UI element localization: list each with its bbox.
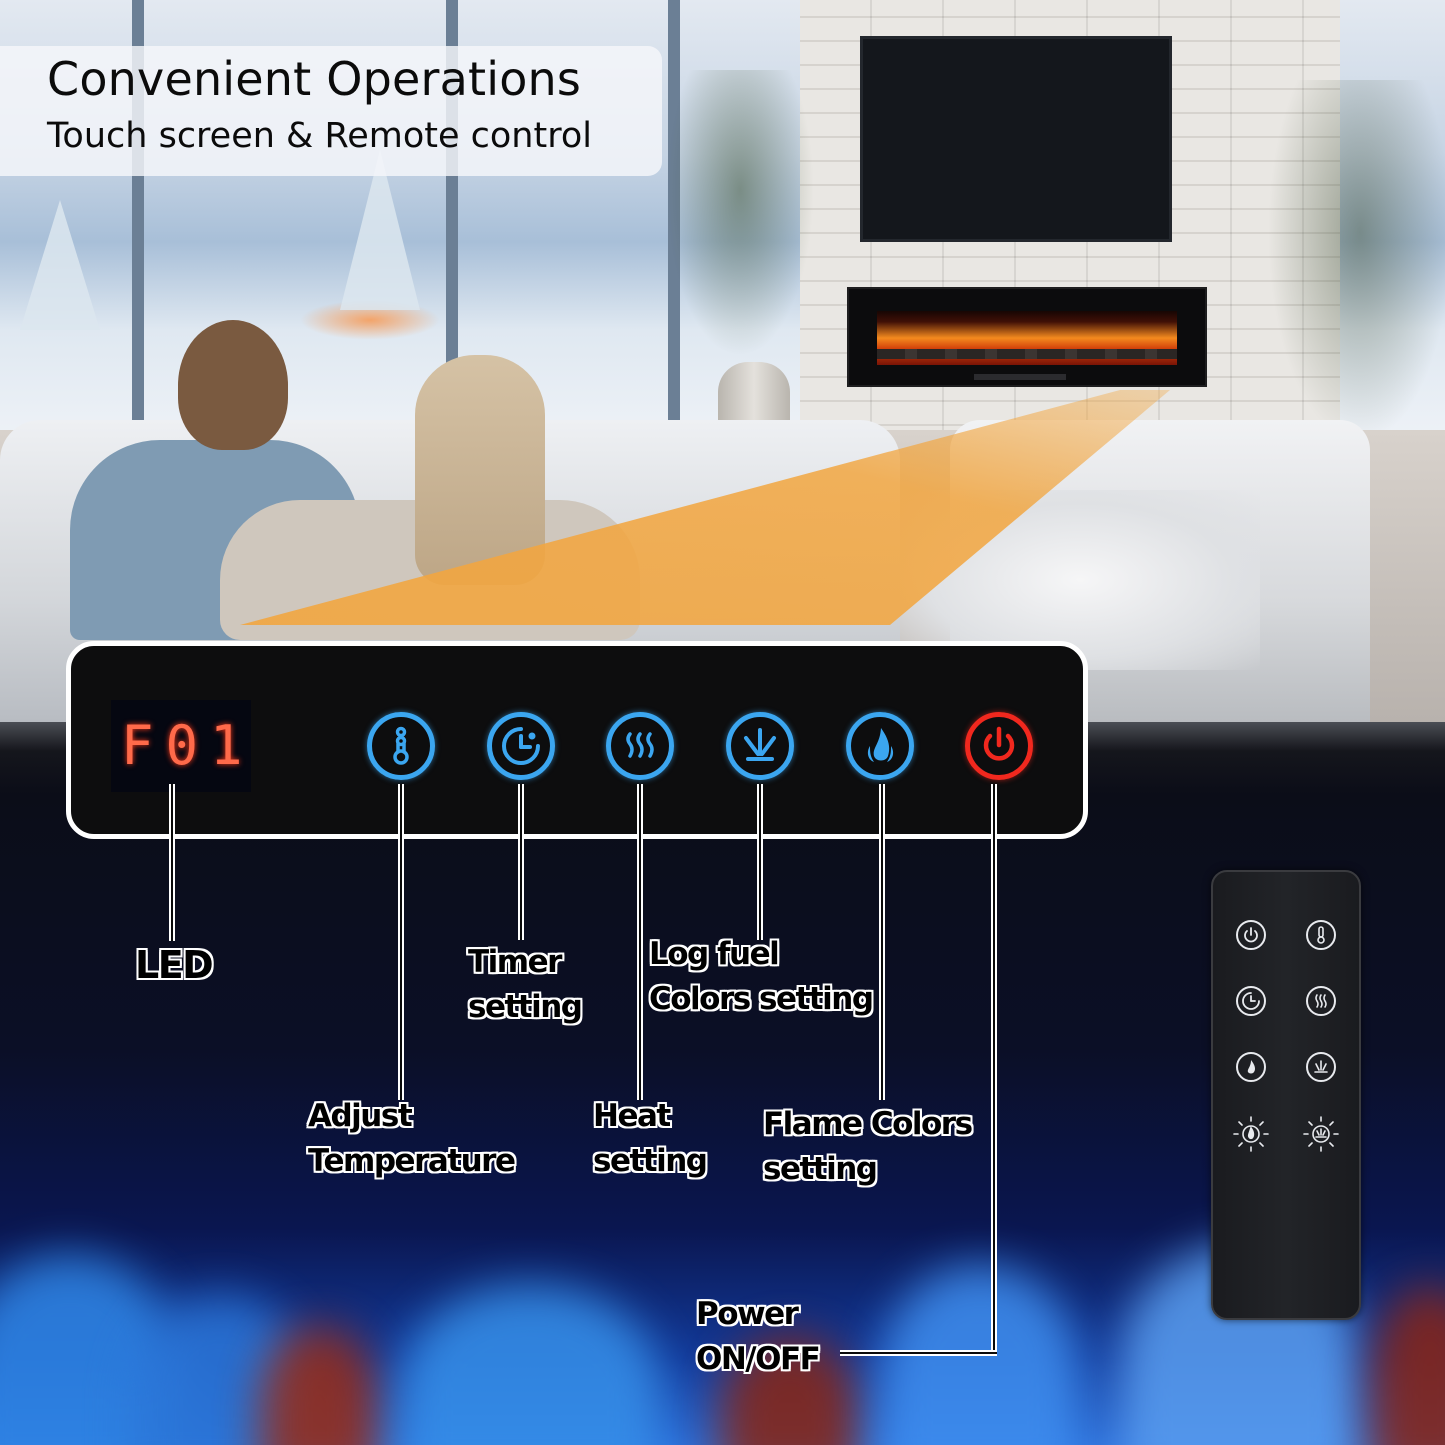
timer-icon: [1242, 992, 1260, 1010]
plant-right: [1260, 80, 1445, 460]
remote-flame-button[interactable]: [1236, 1052, 1266, 1082]
label-line: setting: [468, 988, 583, 1025]
thermometer-icon: [393, 726, 409, 765]
electric-fireplace: [847, 287, 1207, 387]
led-display: F01: [111, 700, 251, 792]
timer-icon: [502, 727, 540, 765]
heat-button[interactable]: [606, 712, 674, 780]
heat-waves-icon: [1315, 994, 1327, 1008]
label-line: Colors setting: [649, 980, 874, 1017]
label-line: Heat: [593, 1098, 671, 1134]
label-line: Temperature: [308, 1142, 516, 1179]
temperature-button[interactable]: [367, 712, 435, 780]
label-timer-setting: Timer setting: [468, 940, 583, 1030]
thermometer-icon: [1317, 926, 1325, 944]
callout-line-timer: [518, 784, 524, 940]
callout-line-power: [991, 784, 997, 1356]
timer-button[interactable]: [487, 712, 555, 780]
plant: [660, 70, 820, 370]
power-icon: [1244, 927, 1258, 943]
touch-control-panel: F01: [66, 641, 1088, 839]
man-head: [178, 320, 288, 450]
remote-timer-button[interactable]: [1236, 986, 1266, 1016]
label-led: LED: [135, 943, 214, 987]
label-log-fuel-colors: Log fuel Colors setting: [649, 932, 874, 1022]
callout-line-log-fuel: [757, 784, 763, 940]
power-button[interactable]: [965, 712, 1033, 780]
fireplace-flames: [877, 311, 1177, 365]
callout-line-flame: [879, 784, 885, 1100]
led-readout: F01: [121, 714, 255, 777]
heat-waves-icon: [626, 732, 654, 758]
red-flame: [1370, 1285, 1445, 1445]
log-fuel-button[interactable]: [726, 712, 794, 780]
headline-subtitle: Touch screen & Remote control: [47, 116, 592, 156]
log-fuel-icon: [744, 728, 776, 761]
label-line: Log fuel: [649, 936, 780, 972]
label-line: Flame Colors: [763, 1106, 973, 1142]
label-line: setting: [593, 1142, 708, 1179]
label-flame-colors: Flame Colors setting: [763, 1102, 973, 1192]
remote-temperature-button[interactable]: [1306, 920, 1336, 950]
label-heat-setting: Heat setting: [593, 1094, 708, 1184]
flame-brightness-icon[interactable]: [1231, 1114, 1271, 1154]
callout-line-led: [169, 784, 175, 941]
flame-icon: [867, 728, 894, 762]
callout-line-power-horizontal: [840, 1350, 997, 1356]
flame-button[interactable]: [846, 712, 914, 780]
label-line: Power: [696, 1296, 799, 1332]
power-icon: [983, 726, 1015, 761]
remote-log-fuel-button[interactable]: [1306, 1052, 1336, 1082]
remote-control: [1211, 870, 1361, 1320]
label-power: Power ON/OFF: [696, 1292, 821, 1382]
red-flame: [260, 1325, 380, 1445]
remote-heat-button[interactable]: [1306, 986, 1336, 1016]
flame-icon: [1247, 1060, 1255, 1074]
fireplace-vent: [974, 374, 1066, 380]
label-line: Adjust: [308, 1098, 413, 1134]
woman-hair: [415, 355, 545, 585]
label-adjust-temperature: Adjust Temperature: [308, 1094, 516, 1184]
snowy-tree: [340, 150, 420, 310]
log-fuel-brightness-icon[interactable]: [1301, 1114, 1341, 1154]
label-line: setting: [763, 1150, 878, 1187]
callout-line-heat: [637, 784, 643, 1100]
callout-line-temperature: [398, 784, 404, 1100]
red-flame: [720, 1335, 860, 1445]
blue-flame: [400, 1285, 660, 1445]
remote-power-button[interactable]: [1236, 920, 1266, 950]
label-line: Timer: [468, 944, 562, 980]
wall-tv: [860, 36, 1172, 242]
headline-box: [0, 46, 662, 176]
log-fuel-icon: [1314, 1060, 1328, 1073]
headline-title: Convenient Operations: [47, 52, 582, 106]
blue-flame-background: [0, 722, 1445, 1445]
snowy-tree: [20, 200, 100, 330]
label-line: ON/OFF: [696, 1340, 821, 1377]
